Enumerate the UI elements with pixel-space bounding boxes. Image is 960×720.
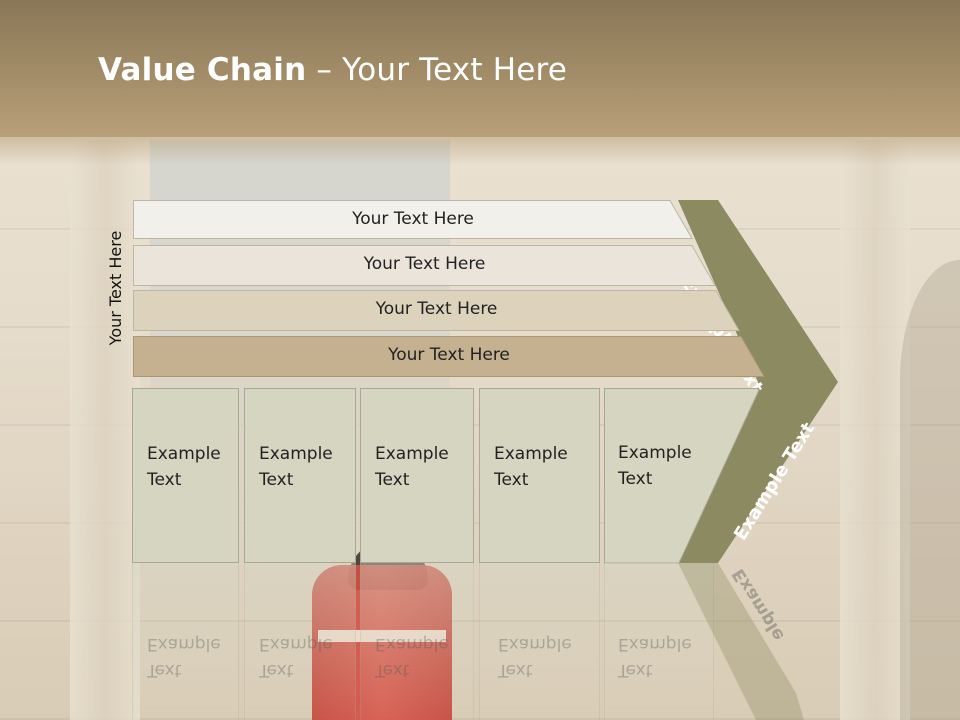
support-bar-shape <box>133 336 765 377</box>
primary-box-3[interactable]: Example Text <box>360 388 474 563</box>
support-bar-fill <box>133 336 765 377</box>
support-bar-fill <box>133 245 716 286</box>
box-line-1: Example <box>375 444 449 464</box>
guard-belt <box>318 630 446 642</box>
title-rest: – Your Text Here <box>306 52 568 88</box>
box-line-1: Example <box>618 443 692 463</box>
support-bar-shape <box>133 290 740 331</box>
support-bar-label: Your Text Here <box>375 299 498 319</box>
primary-box-4[interactable]: Example Text <box>479 388 600 563</box>
primary-box-5[interactable]: Example Text <box>604 388 714 563</box>
guard-tunic <box>312 565 452 720</box>
chevron-shape <box>678 200 838 563</box>
title-bold: Value Chain <box>98 52 307 88</box>
stone-pillar <box>70 140 140 720</box>
support-bar-fill <box>133 290 740 331</box>
support-bar-label: Your Text Here <box>388 345 510 365</box>
support-bar-label: Your Text Here <box>363 254 486 274</box>
support-bar-shape <box>133 200 693 239</box>
box-line-2: Text <box>618 469 653 489</box>
support-bar-label: Your Text Here <box>352 209 474 229</box>
box-line-1: Example <box>494 444 568 464</box>
stone-pillar <box>840 140 910 720</box>
title-band: Value Chain – Your Text Here <box>0 0 960 165</box>
support-bar-fill <box>133 200 693 239</box>
support-bar-2[interactable]: Your Text Here <box>133 245 716 286</box>
support-bar-1[interactable]: Your Text Here <box>133 200 693 239</box>
box-line-2: Text <box>259 470 294 490</box>
box-line-2: Text <box>147 470 182 490</box>
background-arch <box>900 260 960 720</box>
support-bar-shape <box>133 245 716 286</box>
box-line-1: Example <box>259 444 333 464</box>
box-line-1: Example <box>147 444 221 464</box>
support-bar-3[interactable]: Your Text Here <box>133 290 740 331</box>
slide-title[interactable]: Value Chain – Your Text Here <box>98 52 567 88</box>
primary-box-2[interactable]: Example Text <box>244 388 356 563</box>
primary-box-5-fill <box>604 388 760 564</box>
support-bar-4[interactable]: Your Text Here <box>133 336 765 377</box>
primary-box-5-shape <box>604 388 760 564</box>
box-line-2: Text <box>494 470 529 490</box>
primary-box-1[interactable]: Example Text <box>132 388 239 563</box>
box-line-2: Text <box>375 470 410 490</box>
